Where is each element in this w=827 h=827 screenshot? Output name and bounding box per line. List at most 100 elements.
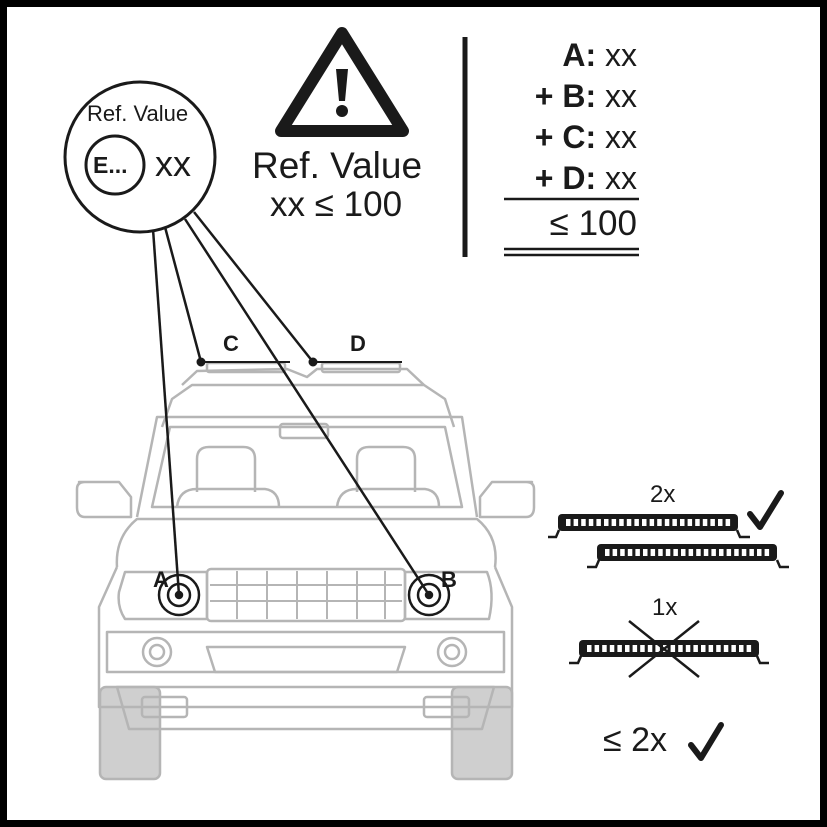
roof-bar-d	[320, 361, 402, 374]
leader-a	[151, 228, 181, 596]
led-segment	[673, 549, 678, 556]
led-segment	[642, 519, 647, 526]
led-segment	[757, 549, 762, 556]
lamp-label-a: A	[153, 567, 169, 592]
led-segment	[701, 645, 706, 652]
warning-limit: xx ≤ 100	[270, 185, 403, 224]
led-segment	[658, 549, 663, 556]
led-segment	[746, 645, 752, 652]
led-segment	[581, 519, 586, 526]
led-segment	[625, 645, 630, 652]
skid-plate	[115, 685, 496, 731]
cd-markers	[196, 357, 402, 367]
led-segment	[650, 549, 656, 556]
led-segment	[703, 549, 709, 556]
lower-lamp-left	[140, 695, 189, 719]
lightbar-2	[587, 544, 789, 569]
leader-b	[183, 218, 431, 596]
led-segment	[634, 519, 639, 526]
sum-row-d: + D: xx	[501, 162, 637, 194]
diagram-panel: Ref. Value E... xx Ref. Value xx ≤ 100 A…	[7, 7, 820, 820]
ref-badge-title: Ref. Value	[87, 101, 189, 126]
fog-light-left	[141, 636, 173, 668]
windshield-frame	[135, 415, 479, 518]
fog-light-right	[436, 636, 468, 668]
side-mirror-right	[478, 480, 536, 519]
lightbar-1	[548, 514, 750, 539]
lamp-label-d: D	[350, 331, 366, 356]
led-segment	[587, 645, 592, 652]
led-segment	[711, 549, 716, 556]
lightbar-two	[548, 514, 789, 569]
cross-icon	[628, 620, 700, 678]
led-segment	[678, 645, 683, 652]
seat-left	[195, 445, 257, 492]
windshield	[150, 425, 464, 509]
sum-row-value: xx	[605, 78, 637, 114]
led-segment	[726, 549, 732, 556]
sum-row-letter: A:	[562, 37, 597, 73]
led-segment	[649, 519, 655, 526]
warning-triangle-icon	[275, 27, 409, 137]
led-segment	[588, 519, 594, 526]
led-segment	[734, 549, 739, 556]
e-mark-circle	[84, 134, 146, 196]
led-segment	[566, 519, 571, 526]
lamp-label-b: B	[441, 567, 457, 592]
led-segment	[657, 519, 662, 526]
led-segment	[710, 519, 715, 526]
led-segment	[687, 519, 693, 526]
led-segment	[627, 549, 633, 556]
fog-light-right-inner	[443, 643, 461, 661]
check-icon	[747, 490, 784, 530]
sum-row-prefix: +	[534, 119, 554, 155]
one-lightbar-label: 1x	[652, 594, 678, 621]
seat-base-right	[335, 487, 441, 508]
sum-row-letter: B:	[562, 78, 597, 114]
led-segment	[716, 645, 721, 652]
led-segment	[718, 519, 723, 526]
led-segment	[609, 645, 615, 652]
sum-row-letter: D:	[562, 160, 597, 196]
headlight-housing-left	[117, 570, 209, 621]
led-segment	[604, 519, 609, 526]
led-segment	[696, 549, 701, 556]
headlight-b-inner	[416, 582, 442, 608]
led-segment	[670, 645, 676, 652]
led-segment	[680, 519, 685, 526]
roof	[160, 383, 456, 428]
sum-row-c: + C: xx	[501, 121, 637, 153]
warning-ref-value-label: Ref. Value	[252, 145, 423, 186]
led-segment	[702, 519, 708, 526]
led-segment	[708, 645, 714, 652]
vehicle-front-view	[75, 361, 536, 781]
led-segment	[626, 519, 632, 526]
led-segment	[723, 645, 729, 652]
led-segment	[739, 645, 744, 652]
led-segment	[665, 549, 671, 556]
fog-light-left-inner	[148, 643, 166, 661]
grille-slats	[210, 571, 402, 619]
side-mirror-left	[75, 480, 133, 519]
headlight-b	[407, 573, 451, 617]
led-segment	[741, 549, 747, 556]
leader-lines	[151, 211, 431, 596]
led-segment	[764, 549, 770, 556]
lower-lamp-right	[422, 695, 471, 719]
led-segment	[619, 519, 624, 526]
sum-total: ≤ 100	[549, 204, 637, 243]
led-segment	[693, 645, 698, 652]
body-outline	[97, 566, 514, 709]
headlight-a	[157, 573, 201, 617]
led-segment	[655, 645, 660, 652]
led-segment	[681, 549, 686, 556]
sum-row-prefix: +	[534, 160, 554, 196]
led-segment	[611, 519, 617, 526]
led-segment	[685, 645, 691, 652]
led-segment	[596, 519, 601, 526]
hood	[115, 517, 497, 568]
led-segment	[573, 519, 579, 526]
two-lightbars-label: 2x	[650, 481, 676, 508]
led-segment	[695, 519, 700, 526]
